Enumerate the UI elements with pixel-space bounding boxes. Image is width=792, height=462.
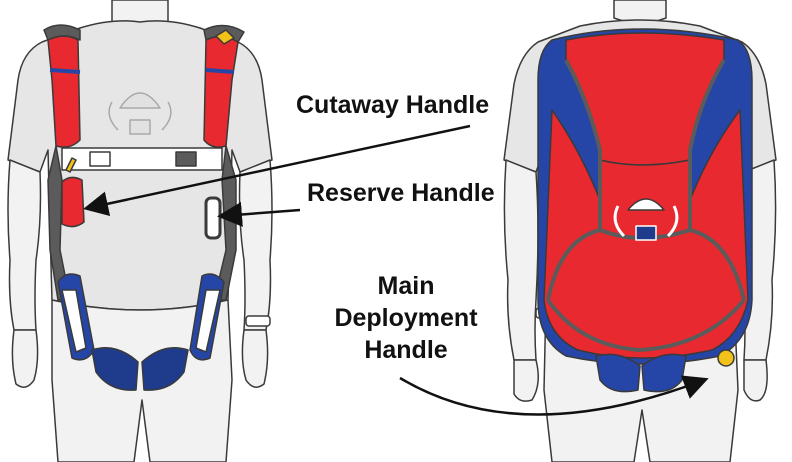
main-deployment-label-line-2: Deployment [326, 302, 486, 334]
main-deployment-label-line-3: Handle [326, 334, 486, 366]
cutaway-handle-label: Cutaway Handle [296, 93, 489, 118]
front-figure [8, 0, 272, 462]
main-deployment-label-line-1: Main [326, 270, 486, 302]
reserve-handle-label: Reserve Handle [307, 181, 495, 206]
back-figure [504, 0, 776, 462]
main-deployment-handle-label: Main Deployment Handle [326, 270, 486, 366]
